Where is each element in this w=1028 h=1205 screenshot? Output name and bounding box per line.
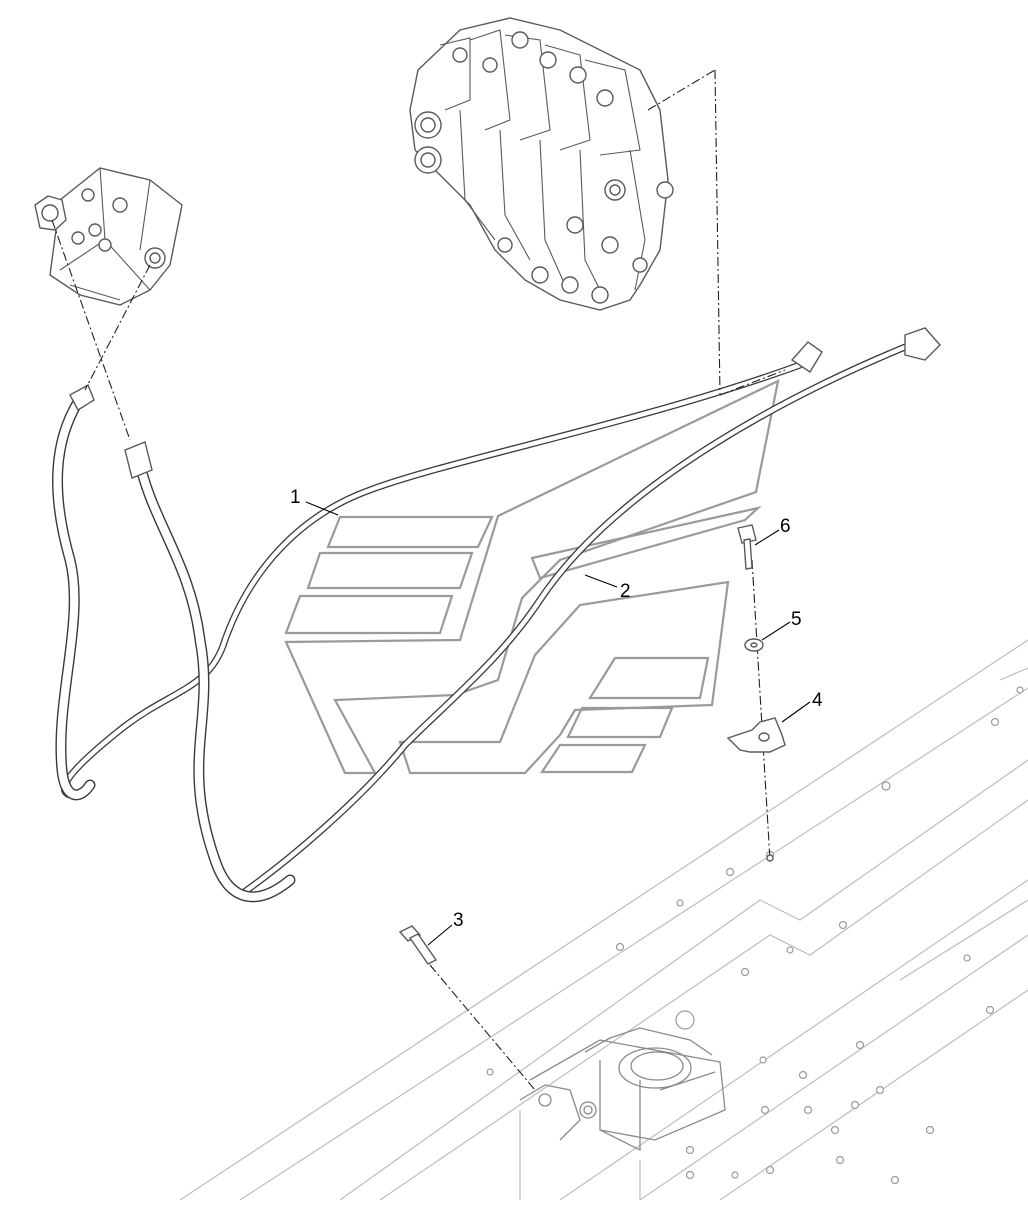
clamp-item-4	[726, 717, 786, 862]
mounting-bracket	[519, 1027, 726, 1152]
callout-2: 2	[620, 581, 631, 602]
hose-item-2	[236, 327, 941, 899]
hose-left-a	[52, 384, 96, 801]
assembly-centerlines	[51, 69, 786, 1091]
bolt-item-3	[398, 925, 438, 965]
callout-leaders	[305, 501, 811, 946]
bolt-item-6	[737, 524, 757, 570]
hose-item-1	[61, 341, 823, 799]
callout-1: 1	[290, 487, 301, 508]
chassis-frame	[179, 639, 1028, 1201]
watermark-logo-icon	[284, 379, 780, 775]
callout-3: 3	[453, 910, 464, 931]
callout-5: 5	[791, 609, 802, 630]
steering-valve	[34, 167, 183, 306]
callout-4: 4	[812, 690, 823, 711]
washer-item-5	[744, 638, 764, 652]
callout-6: 6	[780, 516, 791, 537]
control-valve	[409, 17, 674, 311]
hose-left-b	[124, 441, 296, 903]
